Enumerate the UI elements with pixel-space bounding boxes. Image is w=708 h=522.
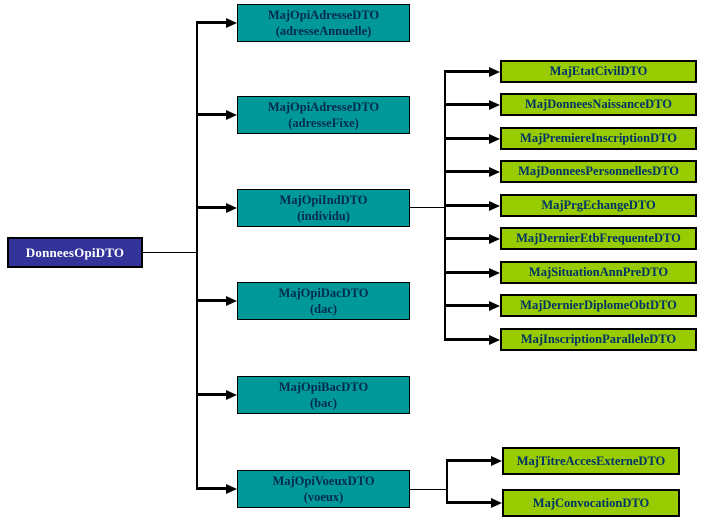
node-maj-opi-bac: MajOpiBacDTO (bac) (237, 376, 410, 414)
arrow-to-dernier-diplome-obt (444, 300, 500, 311)
node-title: MajTitreAccesExterneDTO (516, 453, 666, 468)
node-title: MajSituationAnnPreDTO (528, 265, 669, 279)
node-subtitle: (individu) (297, 209, 350, 223)
node-title: MajOpiDacDTO (278, 286, 369, 300)
node-title: MajOpiAdresseDTO (267, 100, 380, 114)
arrow-to-titre-acces-externe (446, 455, 502, 466)
arrow-to-etat-civil (444, 66, 500, 77)
node-maj-opi-adresse-annuelle: MajOpiAdresseDTO (adresseAnnuelle) (237, 4, 410, 42)
node-title: MajDonneesNaissanceDTO (525, 97, 672, 111)
connector-voeux-feeder (410, 489, 446, 490)
node-title: MajPrgEchangeDTO (541, 198, 656, 212)
arrow-to-convocation (446, 497, 502, 508)
node-title: MajOpiIndDTO (279, 193, 368, 207)
node-maj-convocation: MajConvocationDTO (502, 489, 680, 517)
node-title: MajDernierEtbFrequenteDTO (516, 231, 681, 245)
node-maj-prg-echange: MajPrgEchangeDTO (500, 194, 697, 217)
node-title: MajInscriptionParalleleDTO (520, 332, 677, 346)
node-title: MajEtatCivilDTO (549, 64, 648, 78)
node-maj-premiere-inscription: MajPremiereInscriptionDTO (500, 127, 697, 150)
arrow-to-prg-echange (444, 200, 500, 211)
node-maj-opi-ind: MajOpiIndDTO (individu) (237, 189, 410, 227)
node-maj-opi-voeux: MajOpiVoeuxDTO (voeux) (237, 470, 410, 508)
connector-ind-feeder (410, 207, 444, 208)
arrow-to-dernier-etb-frequente (444, 233, 500, 244)
connector-root-feeder (143, 252, 196, 253)
connector-root-trunk (196, 22, 198, 490)
node-maj-situation-ann-pre: MajSituationAnnPreDTO (500, 261, 697, 284)
node-maj-donnees-naissance: MajDonneesNaissanceDTO (500, 93, 697, 116)
arrow-to-dac (196, 295, 237, 306)
node-maj-dernier-diplome-obt: MajDernierDiplomeObtDTO (500, 294, 697, 317)
node-title: MajDonneesPersonnellesDTO (518, 164, 679, 178)
node-title: MajPremiereInscriptionDTO (520, 131, 677, 145)
arrow-to-situation-ann-pre (444, 267, 500, 278)
arrow-to-adresse-fixe (196, 109, 237, 120)
node-maj-opi-adresse-fixe: MajOpiAdresseDTO (adresseFixe) (237, 96, 410, 134)
arrow-to-adresse-annuelle (196, 17, 237, 28)
node-title: MajDernierDiplomeObtDTO (520, 298, 677, 312)
arrow-to-bac (196, 389, 237, 400)
arrow-to-donnees-naissance (444, 99, 500, 110)
node-title: MajOpiVoeuxDTO (272, 474, 375, 488)
node-maj-inscription-parallele: MajInscriptionParalleleDTO (500, 328, 697, 351)
node-subtitle: (dac) (309, 302, 338, 316)
node-maj-titre-acces-externe: MajTitreAccesExterneDTO (502, 447, 680, 475)
node-maj-etat-civil: MajEtatCivilDTO (500, 60, 697, 83)
node-subtitle: (adresseFixe) (288, 116, 359, 130)
node-subtitle: (voeux) (303, 490, 344, 504)
arrow-to-inscription-parallele (444, 334, 500, 345)
arrow-to-voeux (196, 483, 237, 494)
node-maj-dernier-etb-frequente: MajDernierEtbFrequenteDTO (500, 227, 697, 250)
connector-voeux-trunk (446, 459, 448, 504)
node-title: MajOpiAdresseDTO (267, 8, 380, 22)
arrow-to-premiere-inscription (444, 133, 500, 144)
node-maj-opi-dac: MajOpiDacDTO (dac) (237, 282, 410, 320)
node-title: MajOpiBacDTO (278, 380, 369, 394)
node-subtitle: (bac) (309, 396, 338, 410)
node-maj-donnees-personnelles: MajDonneesPersonnellesDTO (500, 160, 697, 183)
node-donnees-opi-dto: DonneesOpiDTO (7, 237, 143, 268)
arrow-to-ind (196, 202, 237, 213)
node-title: DonneesOpiDTO (25, 244, 125, 260)
arrow-to-donnees-personnelles (444, 166, 500, 177)
node-subtitle: (adresseAnnuelle) (275, 24, 372, 38)
node-title: MajConvocationDTO (532, 495, 650, 510)
